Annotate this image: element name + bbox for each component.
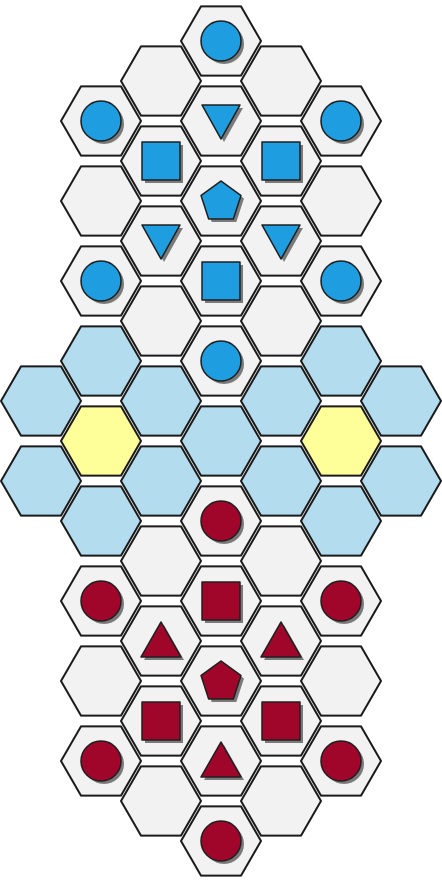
board-cell-water[interactable] (360, 445, 442, 517)
blue-square-piece[interactable] (261, 141, 303, 183)
circle-icon (320, 580, 362, 622)
red-circle-piece[interactable] (200, 820, 244, 864)
circle-icon (80, 260, 122, 302)
board-cell-plain[interactable] (60, 165, 142, 237)
circle-icon (200, 500, 242, 542)
board-cell-plain[interactable] (240, 285, 322, 357)
board-cell-plain[interactable] (60, 645, 142, 717)
blue-circle-piece[interactable] (80, 260, 124, 304)
blue-circle-piece[interactable] (320, 260, 364, 304)
board-cell-plain[interactable] (120, 525, 202, 597)
board-cell-water[interactable] (180, 405, 262, 477)
red-circle-piece[interactable] (320, 740, 364, 784)
red-circle-piece[interactable] (320, 580, 364, 624)
red-triangle-up-piece[interactable] (260, 621, 304, 660)
circle-icon (80, 100, 122, 142)
triangle-up-icon (140, 621, 182, 658)
board-cell-highlight[interactable] (300, 405, 382, 477)
triangle-up-icon (260, 621, 302, 658)
blue-square-piece[interactable] (201, 261, 243, 303)
circle-icon (200, 340, 242, 382)
circle-icon (80, 580, 122, 622)
board-cell-water[interactable] (60, 325, 142, 397)
board-cell-plain[interactable] (120, 45, 202, 117)
blue-triangle-down-piece[interactable] (201, 104, 243, 142)
board-cell-water[interactable] (300, 485, 382, 557)
blue-triangle-down-piece[interactable] (141, 224, 183, 262)
square-icon (201, 581, 241, 621)
square-icon (261, 141, 301, 181)
red-square-piece[interactable] (141, 701, 183, 743)
red-circle-piece[interactable] (200, 500, 244, 544)
board-cell-plain[interactable] (300, 165, 382, 237)
blue-circle-piece[interactable] (80, 100, 124, 144)
board-cell-water[interactable] (0, 445, 82, 517)
blue-square-piece[interactable] (141, 141, 183, 183)
board-cell-plain[interactable] (120, 765, 202, 837)
board-cell-water[interactable] (60, 485, 142, 557)
red-circle-piece[interactable] (80, 580, 124, 624)
blue-circle-piece[interactable] (200, 20, 244, 64)
square-icon (261, 701, 301, 741)
circle-icon (80, 740, 122, 782)
board-cell-water[interactable] (360, 365, 442, 437)
pentagon-icon (200, 180, 242, 220)
triangle-down-icon (141, 224, 181, 260)
board-cell-plain[interactable] (240, 525, 322, 597)
square-icon (141, 701, 181, 741)
blue-circle-piece[interactable] (320, 100, 364, 144)
board-cell-highlight[interactable] (60, 405, 142, 477)
board-cell-plain[interactable] (120, 285, 202, 357)
red-circle-piece[interactable] (80, 740, 124, 784)
board-cell-plain[interactable] (240, 45, 322, 117)
board-cell-plain[interactable] (240, 765, 322, 837)
blue-circle-piece[interactable] (200, 340, 244, 384)
red-square-piece[interactable] (261, 701, 303, 743)
blue-triangle-down-piece[interactable] (261, 224, 303, 262)
circle-icon (320, 100, 362, 142)
triangle-down-icon (261, 224, 301, 260)
board-cell-water[interactable] (0, 365, 82, 437)
square-icon (201, 261, 241, 301)
triangle-up-icon (200, 741, 242, 778)
circle-icon (320, 740, 362, 782)
square-icon (141, 141, 181, 181)
board-cell-water[interactable] (300, 325, 382, 397)
red-pentagon-piece[interactable] (200, 660, 244, 702)
board-cell-water[interactable] (240, 365, 322, 437)
board-cell-water[interactable] (120, 445, 202, 517)
circle-icon (320, 260, 362, 302)
board-cell-water[interactable] (120, 365, 202, 437)
board-cell-water[interactable] (240, 445, 322, 517)
circle-icon (200, 820, 242, 862)
pentagon-icon (200, 660, 242, 700)
red-triangle-up-piece[interactable] (200, 741, 244, 780)
board-cell-plain[interactable] (300, 645, 382, 717)
board-pieces (80, 20, 364, 864)
red-square-piece[interactable] (201, 581, 243, 623)
circle-icon (200, 20, 242, 62)
blue-pentagon-piece[interactable] (200, 180, 244, 222)
triangle-down-icon (201, 104, 241, 140)
red-triangle-up-piece[interactable] (140, 621, 184, 660)
